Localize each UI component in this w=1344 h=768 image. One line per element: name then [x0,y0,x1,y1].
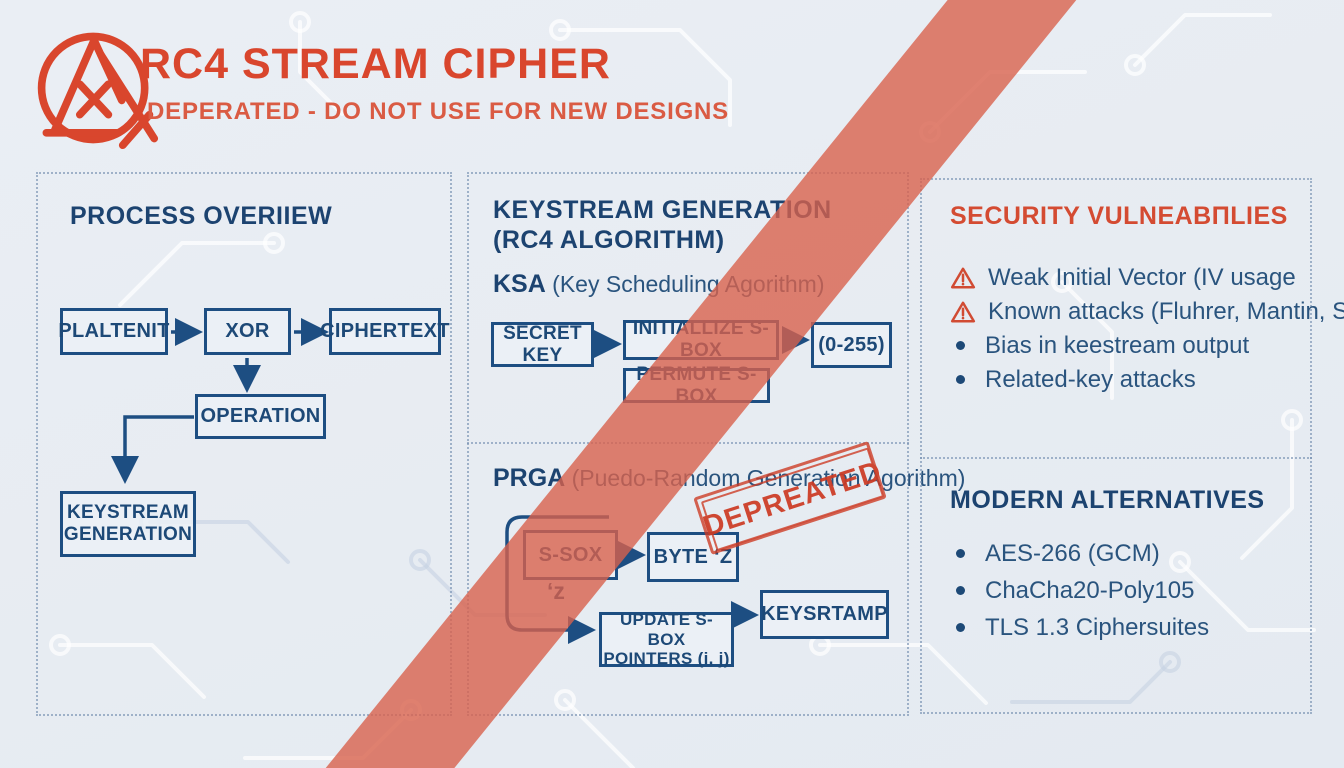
keystream-generation-panel: KEYSTREAM GENERATION (RC4 ALGORITHM) KSA… [467,172,965,716]
prga-label: PRGA [493,464,566,492]
bullet-dot-icon [956,341,965,350]
ciphertext-box: CIPHERTEXT [320,308,450,355]
alternatives-list: AES-266 (GCM) ChaCha20-Poly105 TLS 1.3 C… [950,540,1209,641]
keystream-output-box: KEYSRTAMP [760,590,889,639]
keystream-generation-box: KEYSTREAM GENERATION [60,491,196,557]
vulnerability-list: Weak Initial Vector (IV usage Known atta… [950,264,1344,393]
page-subtitle: DEPERATED - DO NOT USE FOR NEW DESIGNS [147,98,729,125]
ksa-prga-divider [467,442,909,444]
list-item: ChaCha20-Poly105 [950,577,1209,604]
vulnerability-text: Known attacks (Fluhrer, Mantin, Shamir) [988,297,1344,325]
list-item: Related-key attacks [950,366,1344,393]
bullet-dot-icon [956,375,965,384]
update-sbox-pointers-box: UPDATE S-BOX POINTERS (i, j) [599,610,734,668]
bullet-dot-icon [956,623,965,632]
list-item: Known attacks (Fluhrer, Mantin, Shamir) [950,298,1344,325]
xor-box: XOR [204,308,291,355]
security-panel: SECURITY VULNEABΠLIES Weak Initial Vecto… [920,178,1344,714]
vulnerability-text: Related-key attacks [985,365,1196,393]
ksa-heading: KSA (Key Scheduling Agorithm) [493,270,825,299]
list-item: Bias in keestream output [950,332,1344,359]
crossed-cipher-logo-icon [37,32,159,150]
alternative-text: AES-266 (GCM) [985,539,1160,567]
vulnerability-text: Bias in keestream output [985,331,1250,359]
initialize-sbox-box: INITIALLIZE S-BOX [623,318,779,361]
page-title: RC4 STREAM CIPHER [140,40,611,88]
permute-sbox-box: PERMUTE S-BOX [623,364,770,407]
process-overview-title: PROCESS OVERIIEW [70,202,333,230]
warning-triangle-icon [950,300,976,324]
list-item: AES-266 (GCM) [950,540,1209,567]
bullet-dot-icon [956,586,965,595]
range-box: (0-255) [811,322,892,368]
ksa-description: (Key Scheduling Agorithm) [545,271,825,297]
list-item: TLS 1.3 Ciphersuites [950,614,1209,641]
modern-alternatives-title: MODERN ALTERNATIVES [950,486,1265,514]
alternative-text: ChaCha20-Poly105 [985,576,1195,604]
process-flow-arrows [111,318,329,484]
security-vulnerabilities-title: SECURITY VULNEABΠLIES [950,202,1288,230]
security-alternatives-divider [920,457,1312,459]
vulnerability-text: Weak Initial Vector (IV usage [988,263,1296,291]
bullet-dot-icon [956,549,965,558]
sbox-box: S-SOX [523,530,618,580]
alternative-text: TLS 1.3 Ciphersuites [985,613,1210,641]
secret-key-box: SECRET KEY [491,322,594,367]
list-item: Weak Initial Vector (IV usage [950,264,1344,291]
operation-box: OPERATION [195,394,326,439]
ksa-label: KSA [493,270,546,298]
loop-z-label: ‘z [547,578,565,604]
keystream-generation-title: KEYSTREAM GENERATION (RC4 ALGORITHM) [493,196,832,254]
process-overview-panel: PROCESS OVERIIEW PLALTENIT XOR CIPHERTEX… [36,172,452,716]
warning-triangle-icon [950,266,976,290]
plaintext-box: PLALTENIT [58,308,169,355]
